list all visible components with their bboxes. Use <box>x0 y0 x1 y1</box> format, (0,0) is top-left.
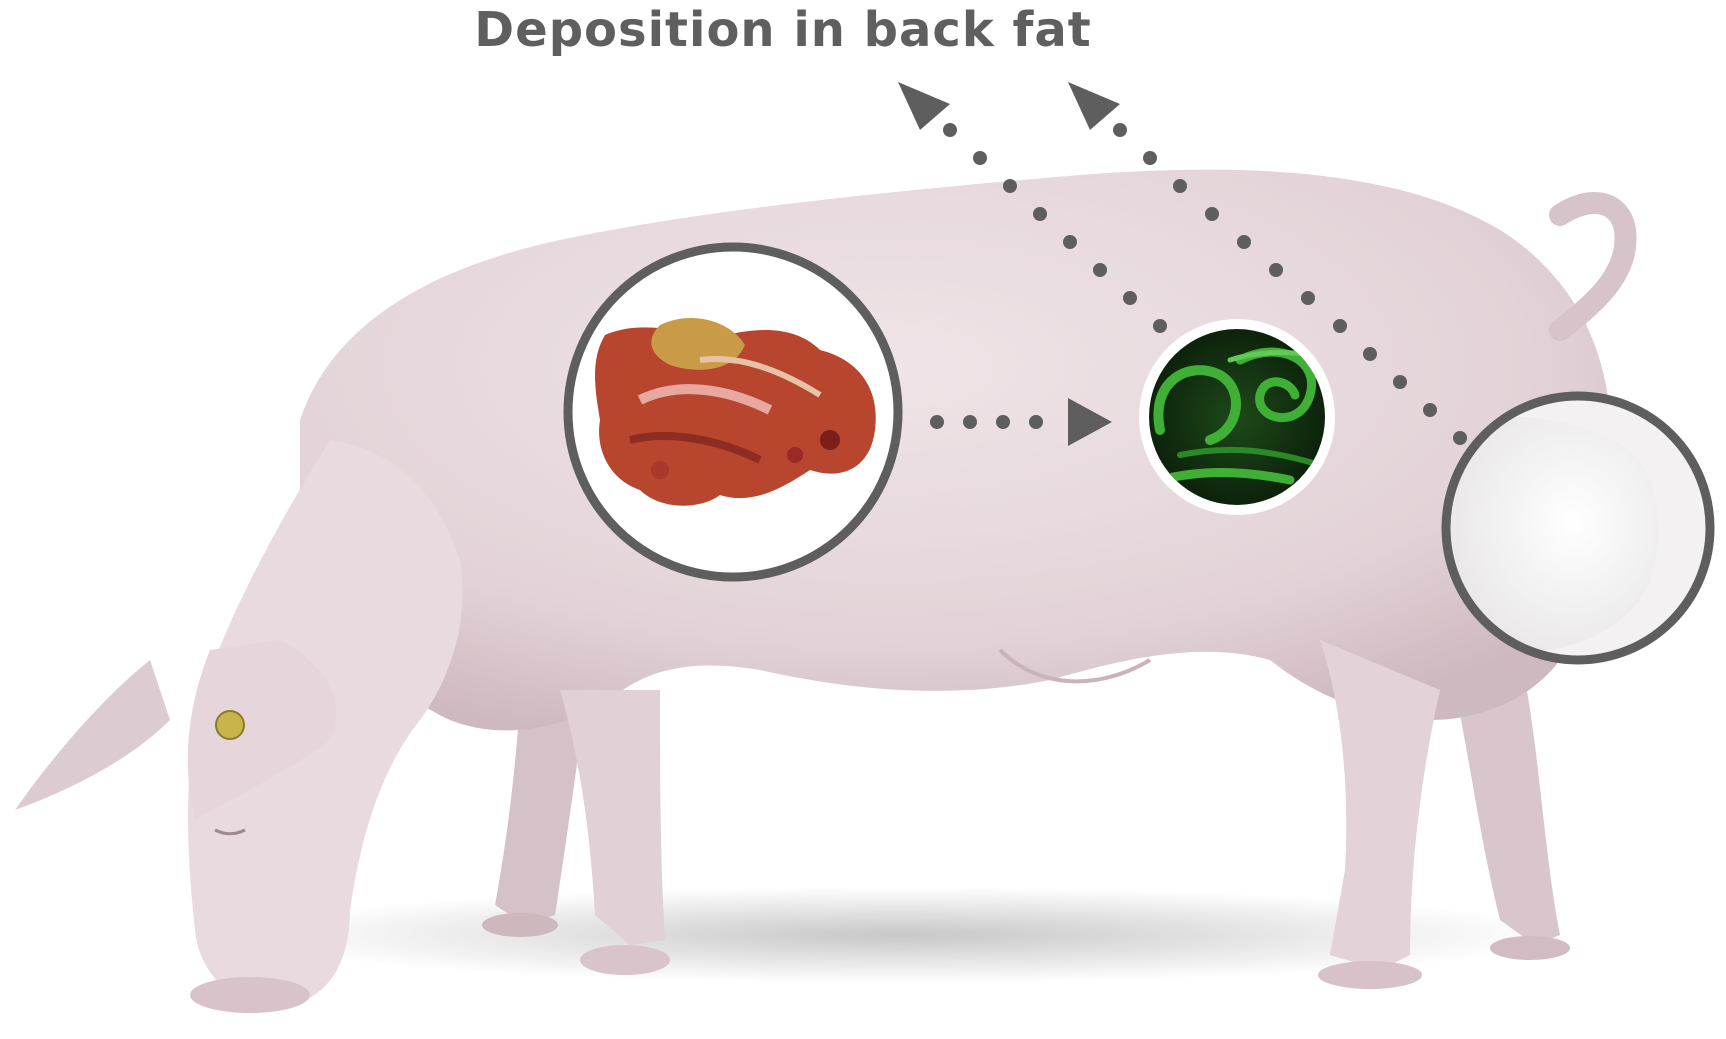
microbe-circle <box>1139 319 1335 515</box>
arrow-icon <box>898 82 950 130</box>
gut-circle <box>568 247 898 577</box>
arrow-icon <box>1068 82 1120 130</box>
ear-tag <box>216 711 244 739</box>
diagram-title: Deposition in back fat <box>0 2 1726 58</box>
